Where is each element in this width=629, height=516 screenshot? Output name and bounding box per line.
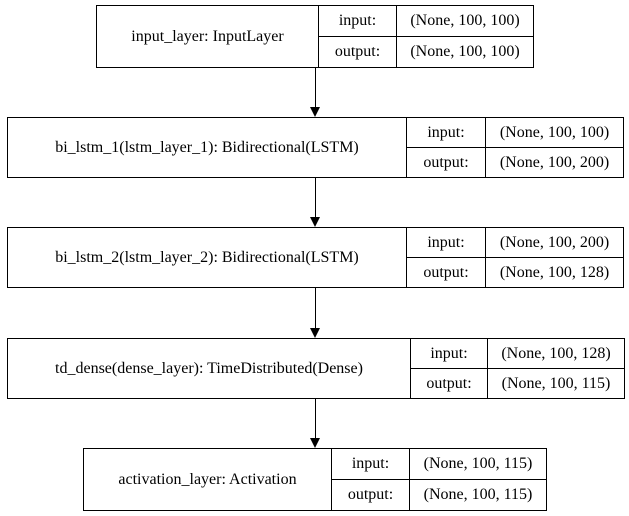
io-values: (None, 100, 128) (None, 100, 115) (488, 339, 624, 398)
io-values: (None, 100, 200) (None, 100, 128) (486, 228, 623, 287)
layer-name: td_dense(dense_layer): TimeDistributed(D… (8, 339, 411, 398)
io-labels: input: output: (407, 228, 486, 287)
output-label: output: (319, 36, 396, 67)
output-shape: (None, 100, 115) (410, 479, 546, 510)
io-values: (None, 100, 115) (None, 100, 115) (410, 449, 546, 510)
input-shape: (None, 100, 100) (410, 12, 520, 29)
input-shape: (None, 100, 100) (499, 123, 610, 141)
layer-name: bi_lstm_2(lstm_layer_2): Bidirectional(L… (8, 228, 407, 287)
output-label: output: (407, 257, 485, 287)
input-label: input: (427, 233, 465, 251)
io-values: (None, 100, 100) (None, 100, 200) (486, 118, 623, 177)
layer-name: input_layer: InputLayer (97, 6, 319, 67)
output-shape: (None, 100, 100) (397, 36, 533, 67)
output-label: output: (411, 368, 487, 398)
io-labels: input: output: (332, 449, 410, 510)
output-label: output: (332, 479, 409, 510)
layer-node-bi-lstm-2: bi_lstm_2(lstm_layer_2): Bidirectional(L… (7, 227, 624, 288)
layer-node-td-dense: td_dense(dense_layer): TimeDistributed(D… (7, 338, 625, 399)
input-label: input: (338, 12, 377, 29)
input-shape: (None, 100, 200) (499, 233, 610, 251)
input-shape: (None, 100, 128) (501, 344, 611, 362)
io-values: (None, 100, 100) (None, 100, 100) (397, 6, 533, 67)
layer-name: activation_layer: Activation (84, 449, 332, 510)
input-label: input: (351, 455, 390, 472)
input-shape: (None, 100, 115) (423, 455, 533, 472)
io-labels: input: output: (407, 118, 486, 177)
layer-name: bi_lstm_1(lstm_layer_1): Bidirectional(L… (8, 118, 407, 177)
output-shape: (None, 100, 128) (486, 257, 623, 287)
input-label: input: (427, 123, 465, 141)
input-label: input: (430, 344, 468, 362)
output-label: output: (407, 147, 485, 177)
output-shape: (None, 100, 200) (486, 147, 623, 177)
layer-node-activation: activation_layer: Activation input: outp… (83, 448, 547, 511)
io-labels: input: output: (411, 339, 488, 398)
output-shape: (None, 100, 115) (488, 368, 624, 398)
layer-node-input-layer: input_layer: InputLayer input: output: (… (96, 5, 534, 68)
layer-node-bi-lstm-1: bi_lstm_1(lstm_layer_1): Bidirectional(L… (7, 117, 624, 178)
io-labels: input: output: (319, 6, 397, 67)
